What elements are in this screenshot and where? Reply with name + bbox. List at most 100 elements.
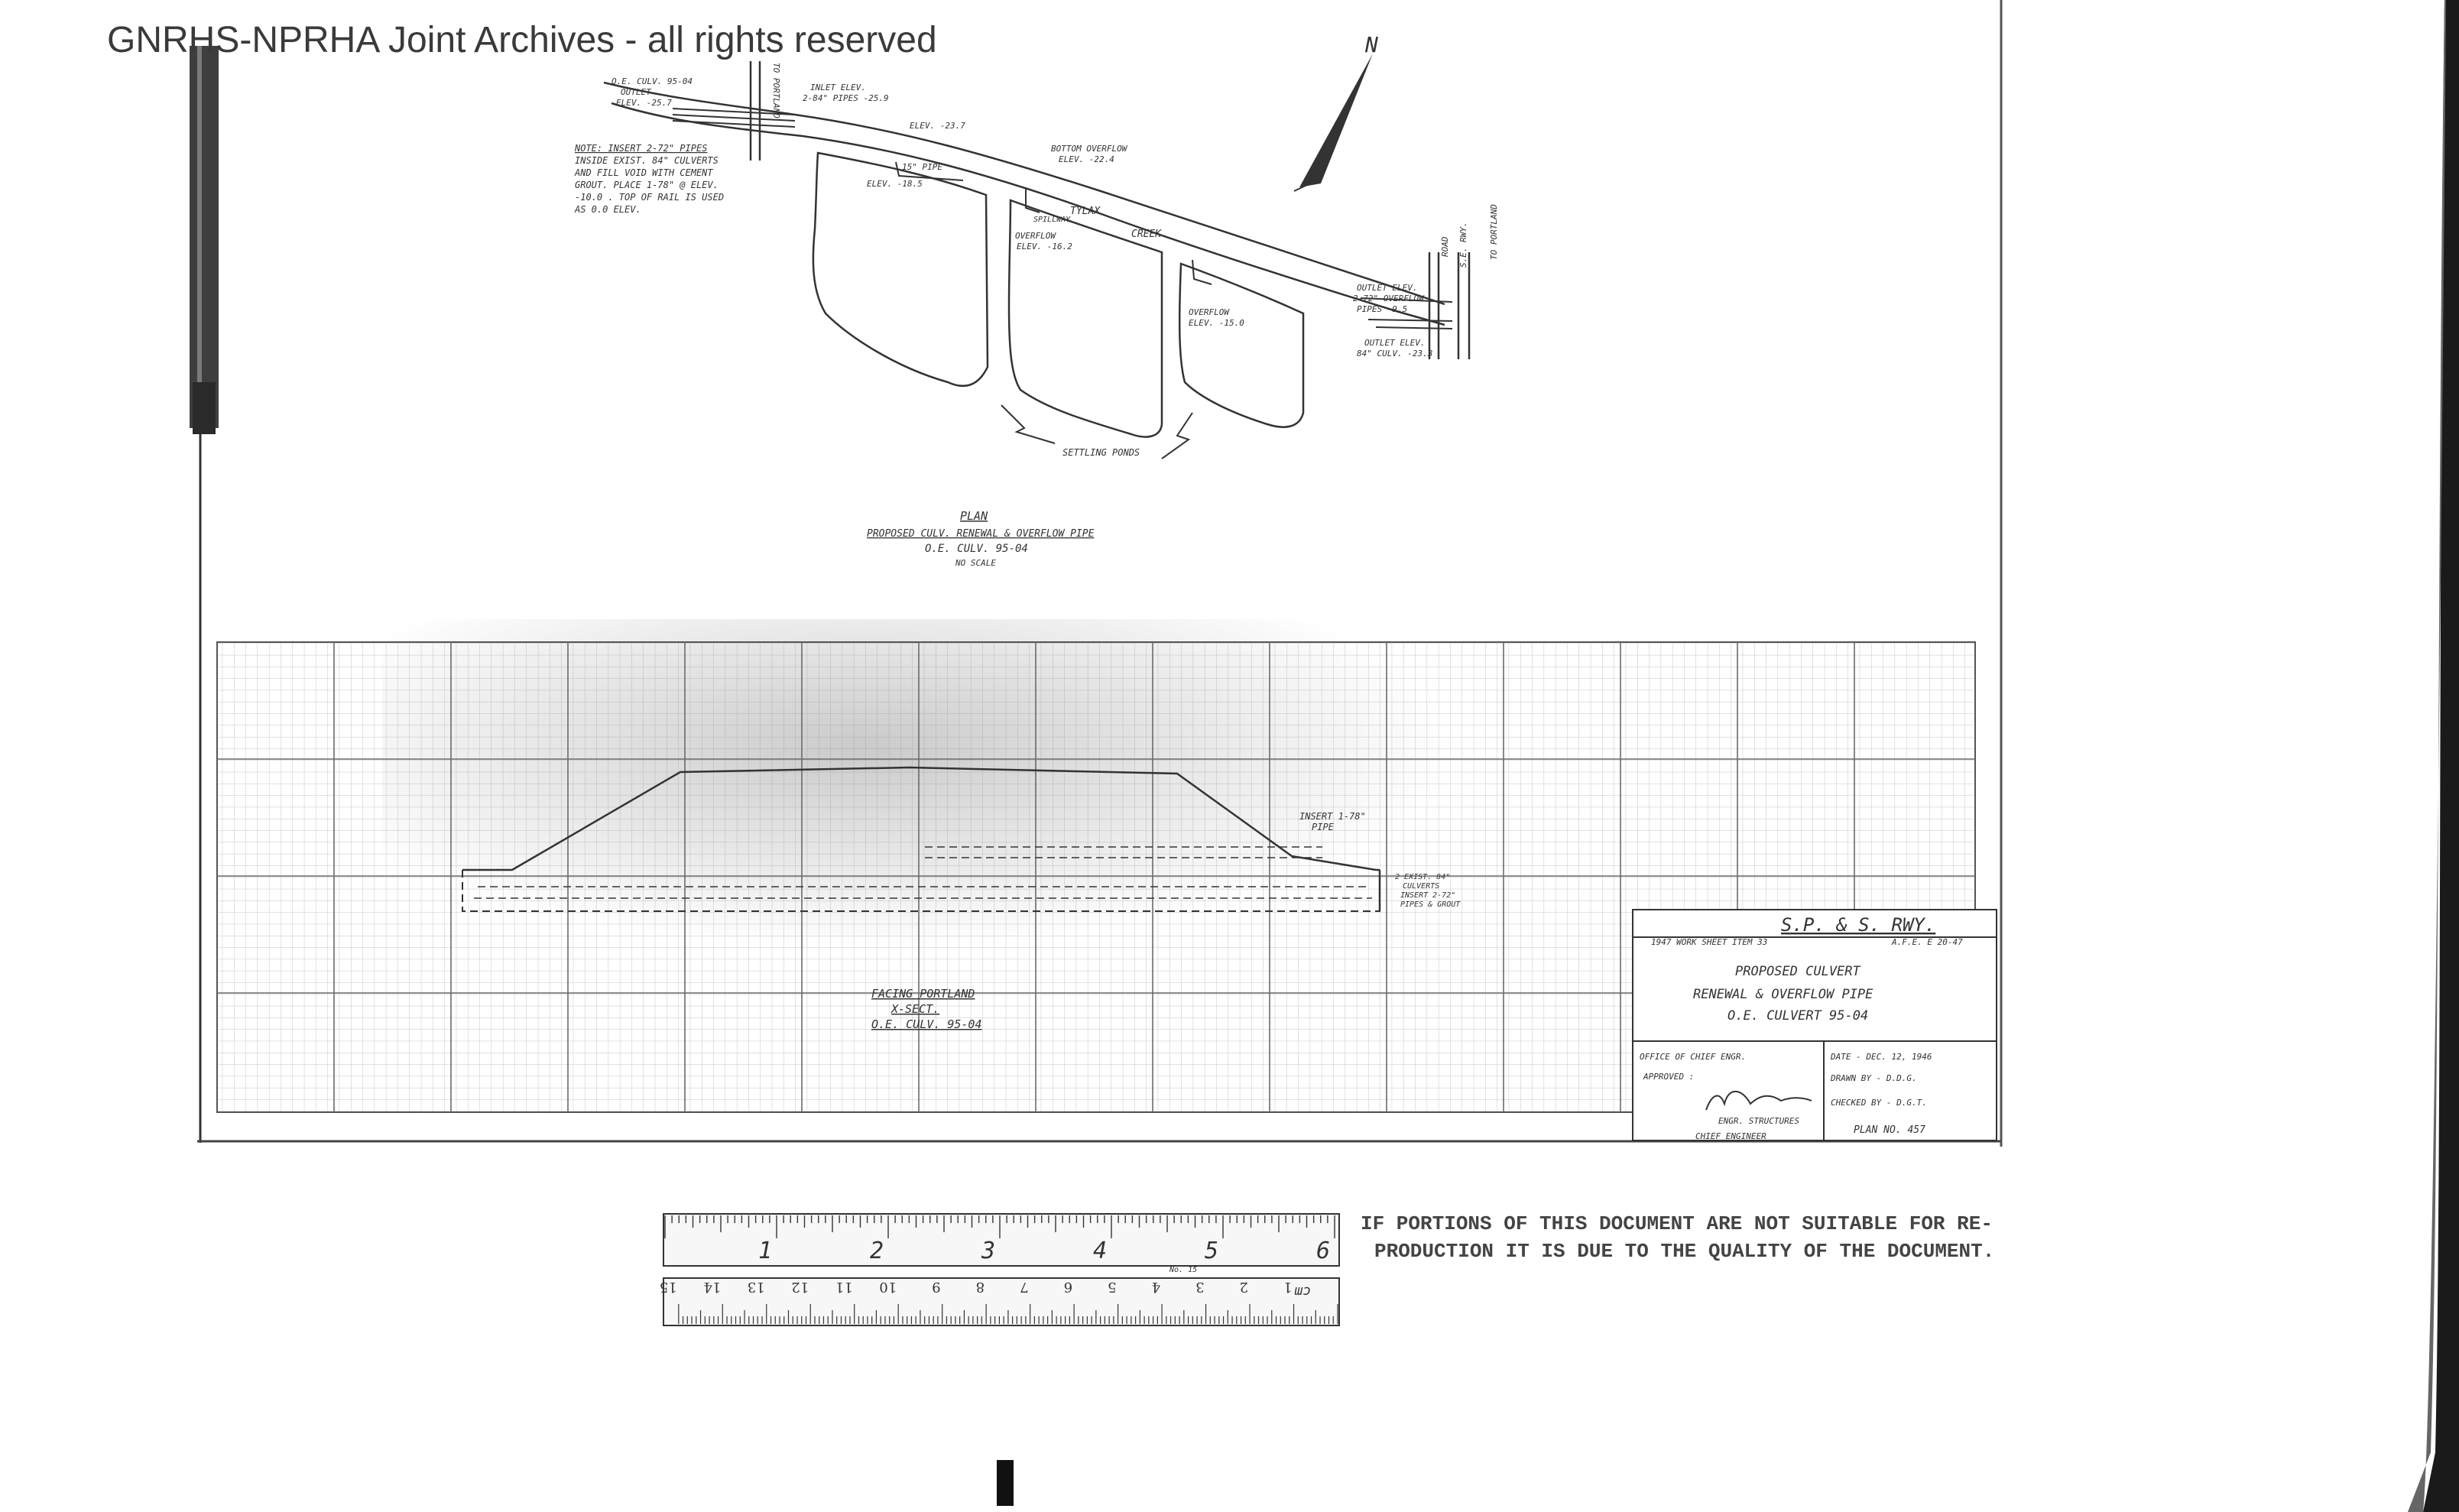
scan-mark bbox=[997, 1460, 1014, 1506]
label-exist-84-2: CULVERTS bbox=[1403, 882, 1439, 891]
ruler-cm-label: 15 bbox=[660, 1279, 677, 1295]
tb-drawn-by: DRAWN BY - D.D.G. bbox=[1830, 1073, 1917, 1083]
label-pipe-15: 15" PIPE bbox=[902, 162, 942, 172]
label-overflow-2a: OVERFLOW bbox=[1189, 307, 1230, 317]
tb-work-sheet: 1947 WORK SHEET ITEM 33 bbox=[1651, 937, 1767, 947]
label-outlet-right-1: OUTLET ELEV. bbox=[1357, 283, 1417, 293]
title-block: S.P. & S. RWY. 1947 WORK SHEET ITEM 33 A… bbox=[1632, 909, 1997, 1141]
cross-section-grid bbox=[216, 619, 1976, 1113]
ruler-inch-1: 1 bbox=[758, 1238, 772, 1264]
road-rwy-lines-right bbox=[1428, 252, 1471, 359]
culvert-pipes bbox=[672, 108, 796, 128]
plan-subtitle-2: O.E. CULV. 95-04 bbox=[925, 543, 1028, 555]
label-overflow-1a: OVERFLOW bbox=[1015, 231, 1056, 241]
plan-note-line-5: -10.0 . TOP OF RAIL IS USED bbox=[575, 192, 724, 203]
label-oe-culv-2: OUTLET bbox=[621, 87, 652, 97]
tb-chief-engineer: CHIEF ENGINEER bbox=[1695, 1131, 1766, 1141]
ruler-inch-2: 2 bbox=[870, 1238, 884, 1264]
tb-office: OFFICE OF CHIEF ENGR. bbox=[1640, 1052, 1746, 1062]
tb-plan-no: PLAN NO. 457 bbox=[1854, 1124, 1925, 1136]
tb-engr-structures: ENGR. STRUCTURES bbox=[1718, 1116, 1799, 1126]
plan-note-line-4: GROUT. PLACE 1-78" @ ELEV. bbox=[575, 180, 719, 190]
overflow-pipe-line bbox=[925, 846, 1322, 858]
creek-upper-bank bbox=[603, 81, 1445, 306]
label-insert-78-2: PIPE bbox=[1312, 822, 1335, 832]
plan-subtitle-1: PROPOSED CULV. RENEWAL & OVERFLOW PIPE bbox=[867, 528, 1095, 540]
tb-signature bbox=[1705, 1090, 1812, 1111]
label-road: ROAD bbox=[1440, 236, 1450, 257]
label-elev-top: ELEV. -23.7 bbox=[910, 121, 965, 131]
ruler-cm-label: 8 bbox=[976, 1279, 985, 1295]
label-bottom-overflow-2: ELEV. -22.4 bbox=[1059, 154, 1114, 164]
label-oe-culv-1: O.E. CULV. 95-04 bbox=[612, 76, 693, 86]
ruler-cm-ticks bbox=[678, 1304, 1338, 1324]
ruler-inch-4: 4 bbox=[1093, 1238, 1107, 1264]
ruler-inch-3: 3 bbox=[981, 1238, 995, 1264]
ruler-cm-label: 12 bbox=[791, 1279, 809, 1295]
label-overflow-1b: ELEV. -16.2 bbox=[1017, 242, 1072, 251]
plan-scale: NO SCALE bbox=[955, 558, 996, 568]
ruler-cm-label: 10 bbox=[879, 1279, 897, 1295]
quality-notice-line-1: IF PORTIONS OF THIS DOCUMENT ARE NOT SUI… bbox=[1361, 1212, 1993, 1235]
label-creek-2: CREEK bbox=[1131, 229, 1162, 240]
tb-title-1: PROPOSED CULVERT bbox=[1735, 964, 1862, 979]
ruler-cm-unit: cm bbox=[1294, 1283, 1311, 1299]
page-edge-shadow bbox=[2408, 0, 2459, 1512]
plan-note: NOTE: INSERT 2-72" PIPES INSIDE EXIST. 8… bbox=[574, 143, 724, 215]
pond-leader-lines bbox=[1001, 404, 1193, 459]
label-elev-left: ELEV. -18.5 bbox=[867, 179, 923, 189]
plan-labels: O.E. CULV. 95-04 OUTLET ELEV. -25.7 TO P… bbox=[612, 63, 1499, 568]
tb-afe: A.F.E. E 20-47 bbox=[1891, 937, 1963, 947]
label-creek-1: TYLAX bbox=[1070, 206, 1101, 217]
ruler-cm-label: 9 bbox=[932, 1279, 940, 1295]
tb-title-2: RENEWAL & OVERFLOW PIPE bbox=[1693, 987, 1873, 1002]
label-oe-culv-3: ELEV. -25.7 bbox=[616, 98, 672, 108]
label-bottom-overflow-1: BOTTOM OVERFLOW bbox=[1051, 144, 1128, 154]
settling-pond-2 bbox=[1007, 199, 1163, 438]
label-to-portland-1: TO PORTLAND bbox=[771, 63, 781, 118]
ruler-cm-label: 13 bbox=[748, 1279, 765, 1295]
label-outlet-right-3: PIPES -9.5 bbox=[1357, 304, 1407, 314]
tb-title-3: O.E. CULVERT 95-04 bbox=[1727, 1008, 1868, 1024]
ruler-inch-6: 6 bbox=[1316, 1238, 1330, 1264]
section-title-3: O.E. CULV. 95-04 bbox=[871, 1017, 982, 1031]
ruler-cm-label: 1 bbox=[1283, 1279, 1292, 1295]
ruler-inch-5: 5 bbox=[1205, 1238, 1218, 1264]
section-title-1: FACING PORTLAND bbox=[871, 987, 975, 1001]
quality-notice-line-2: PRODUCTION IT IS DUE TO THE QUALITY OF T… bbox=[1374, 1240, 1994, 1263]
embankment-line bbox=[462, 766, 1380, 871]
ruler-cm-label: 5 bbox=[1108, 1279, 1116, 1295]
railway-lines-left bbox=[749, 61, 761, 161]
ruler-cm-strip bbox=[663, 1277, 1340, 1326]
label-exist-84-1: 2 EXIST. 84" bbox=[1395, 873, 1450, 881]
tb-approved: APPROVED : bbox=[1643, 1072, 1694, 1082]
watermark: GNRHS-NPRHA Joint Archives - all rights … bbox=[107, 20, 937, 60]
label-inlet-2: 2-84" PIPES -25.9 bbox=[803, 93, 889, 103]
ruler-cm-label: 4 bbox=[1152, 1279, 1160, 1295]
label-se-rwy: S.E. RWY. bbox=[1458, 222, 1468, 268]
overflow-channels bbox=[895, 161, 1212, 285]
quality-notice: IF PORTIONS OF THIS DOCUMENT ARE NOT SUI… bbox=[1361, 1212, 1994, 1263]
cross-section-labels: INSERT 1-78" PIPE 2 EXIST. 84" CULVERTS … bbox=[871, 811, 1461, 1031]
ruler-cm-label: 2 bbox=[1240, 1279, 1248, 1295]
binding-strip bbox=[190, 46, 219, 434]
label-insert-78-1: INSERT 1-78" bbox=[1299, 811, 1366, 822]
label-overflow-2b: ELEV. -15.0 bbox=[1189, 318, 1244, 328]
tb-date: DATE - DEC. 12, 1946 bbox=[1830, 1052, 1932, 1062]
ruler-cm-label: 11 bbox=[835, 1279, 853, 1295]
ruler-cm-label: 6 bbox=[1064, 1279, 1072, 1295]
tb-checked-by: CHECKED BY - D.G.T. bbox=[1831, 1098, 1927, 1108]
ruler-brand: No. 15 bbox=[1169, 1266, 1197, 1274]
plan-note-line-1: NOTE: INSERT 2-72" PIPES bbox=[574, 143, 707, 154]
plan-note-line-3: AND FILL VOID WITH CEMENT bbox=[574, 167, 713, 178]
label-outlet-84-1: OUTLET ELEV. bbox=[1364, 338, 1425, 348]
plan-note-line-6: AS 0.0 ELEV. bbox=[574, 204, 641, 215]
tb-railway: S.P. & S. RWY. bbox=[1781, 914, 1935, 936]
label-outlet-right-2: 2-72" OVERFLOW bbox=[1353, 294, 1425, 303]
plan-view: N NOTE: INSERT 2-72" PIPES INSIDE EXIST.… bbox=[574, 32, 1499, 568]
label-inlet-1: INLET ELEV. bbox=[810, 83, 866, 92]
ruler-inch-ticks bbox=[664, 1215, 1335, 1238]
